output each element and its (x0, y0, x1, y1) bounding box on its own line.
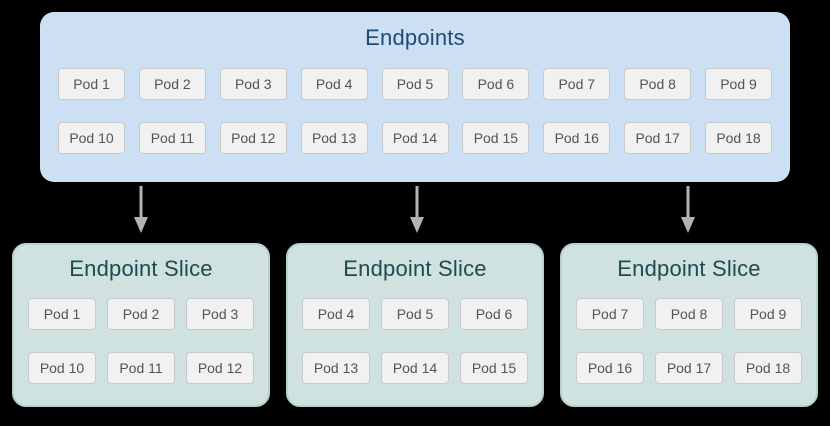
endpoints-pods-row-2: Pod 10 Pod 11 Pod 12 Pod 13 Pod 14 Pod 1… (40, 122, 790, 154)
down-arrow-icon (681, 186, 695, 233)
pod-chip: Pod 5 (381, 298, 449, 330)
pod-chip: Pod 17 (655, 352, 723, 384)
pod-chip: Pod 9 (705, 68, 772, 100)
down-arrow-icon (134, 186, 148, 233)
endpoint-slice-title: Endpoint Slice (617, 256, 761, 281)
slice-pods-row-1: Pod 1 Pod 2 Pod 3 (14, 298, 268, 330)
pod-chip: Pod 12 (186, 352, 254, 384)
pod-chip: Pod 3 (219, 68, 287, 100)
endpoint-slice-title: Endpoint Slice (69, 256, 213, 281)
slice-pods-row-1: Pod 7 Pod 8 Pod 9 (562, 298, 816, 330)
pod-chip: Pod 8 (624, 68, 692, 100)
pod-chip: Pod 8 (655, 298, 723, 330)
pod-chip: Pod 6 (462, 68, 530, 100)
slice-pods-row-2: Pod 10 Pod 11 Pod 12 (14, 352, 268, 384)
endpoint-slice-box-1: Endpoint Slice Pod 1 Pod 2 Pod 3 Pod 10 … (12, 243, 270, 407)
pod-chip: Pod 10 (58, 122, 125, 154)
pod-chip: Pod 6 (460, 298, 528, 330)
endpoint-slice-box-3: Endpoint Slice Pod 7 Pod 8 Pod 9 Pod 16 … (560, 243, 818, 407)
slice-pods-row-1: Pod 4 Pod 5 Pod 6 (288, 298, 542, 330)
pod-chip: Pod 18 (734, 352, 802, 384)
pod-chip: Pod 3 (186, 298, 254, 330)
pod-chip: Pod 2 (107, 298, 175, 330)
pod-chip: Pod 11 (107, 352, 175, 384)
pod-chip: Pod 4 (300, 68, 368, 100)
pod-chip: Pod 10 (28, 352, 96, 384)
pod-chip: Pod 14 (381, 352, 449, 384)
pod-chip: Pod 18 (705, 122, 772, 154)
pod-chip: Pod 16 (543, 122, 611, 154)
slice-pods-row-2: Pod 13 Pod 14 Pod 15 (288, 352, 542, 384)
pod-chip: Pod 13 (302, 352, 370, 384)
endpoints-box: Endpoints Pod 1 Pod 2 Pod 3 Pod 4 Pod 5 … (40, 12, 790, 182)
pod-chip: Pod 9 (734, 298, 802, 330)
pod-chip: Pod 7 (543, 68, 611, 100)
pod-chip: Pod 5 (381, 68, 449, 100)
pod-chip: Pod 12 (219, 122, 287, 154)
pod-chip: Pod 17 (624, 122, 692, 154)
pod-chip: Pod 14 (381, 122, 449, 154)
slice-pods-row-2: Pod 16 Pod 17 Pod 18 (562, 352, 816, 384)
pod-chip: Pod 16 (576, 352, 644, 384)
pod-chip: Pod 11 (138, 122, 206, 154)
down-arrow-icon (410, 186, 424, 233)
pod-chip: Pod 15 (460, 352, 528, 384)
endpoints-title: Endpoints (365, 25, 465, 50)
pod-chip: Pod 1 (28, 298, 96, 330)
pod-chip: Pod 2 (138, 68, 206, 100)
pod-chip: Pod 4 (302, 298, 370, 330)
pod-chip: Pod 7 (576, 298, 644, 330)
pod-chip: Pod 13 (300, 122, 368, 154)
pod-chip: Pod 1 (58, 68, 125, 100)
endpoint-slice-title: Endpoint Slice (343, 256, 487, 281)
pod-chip: Pod 15 (462, 122, 530, 154)
endpoint-slice-box-2: Endpoint Slice Pod 4 Pod 5 Pod 6 Pod 13 … (286, 243, 544, 407)
endpoints-pods-row-1: Pod 1 Pod 2 Pod 3 Pod 4 Pod 5 Pod 6 Pod … (40, 68, 790, 100)
